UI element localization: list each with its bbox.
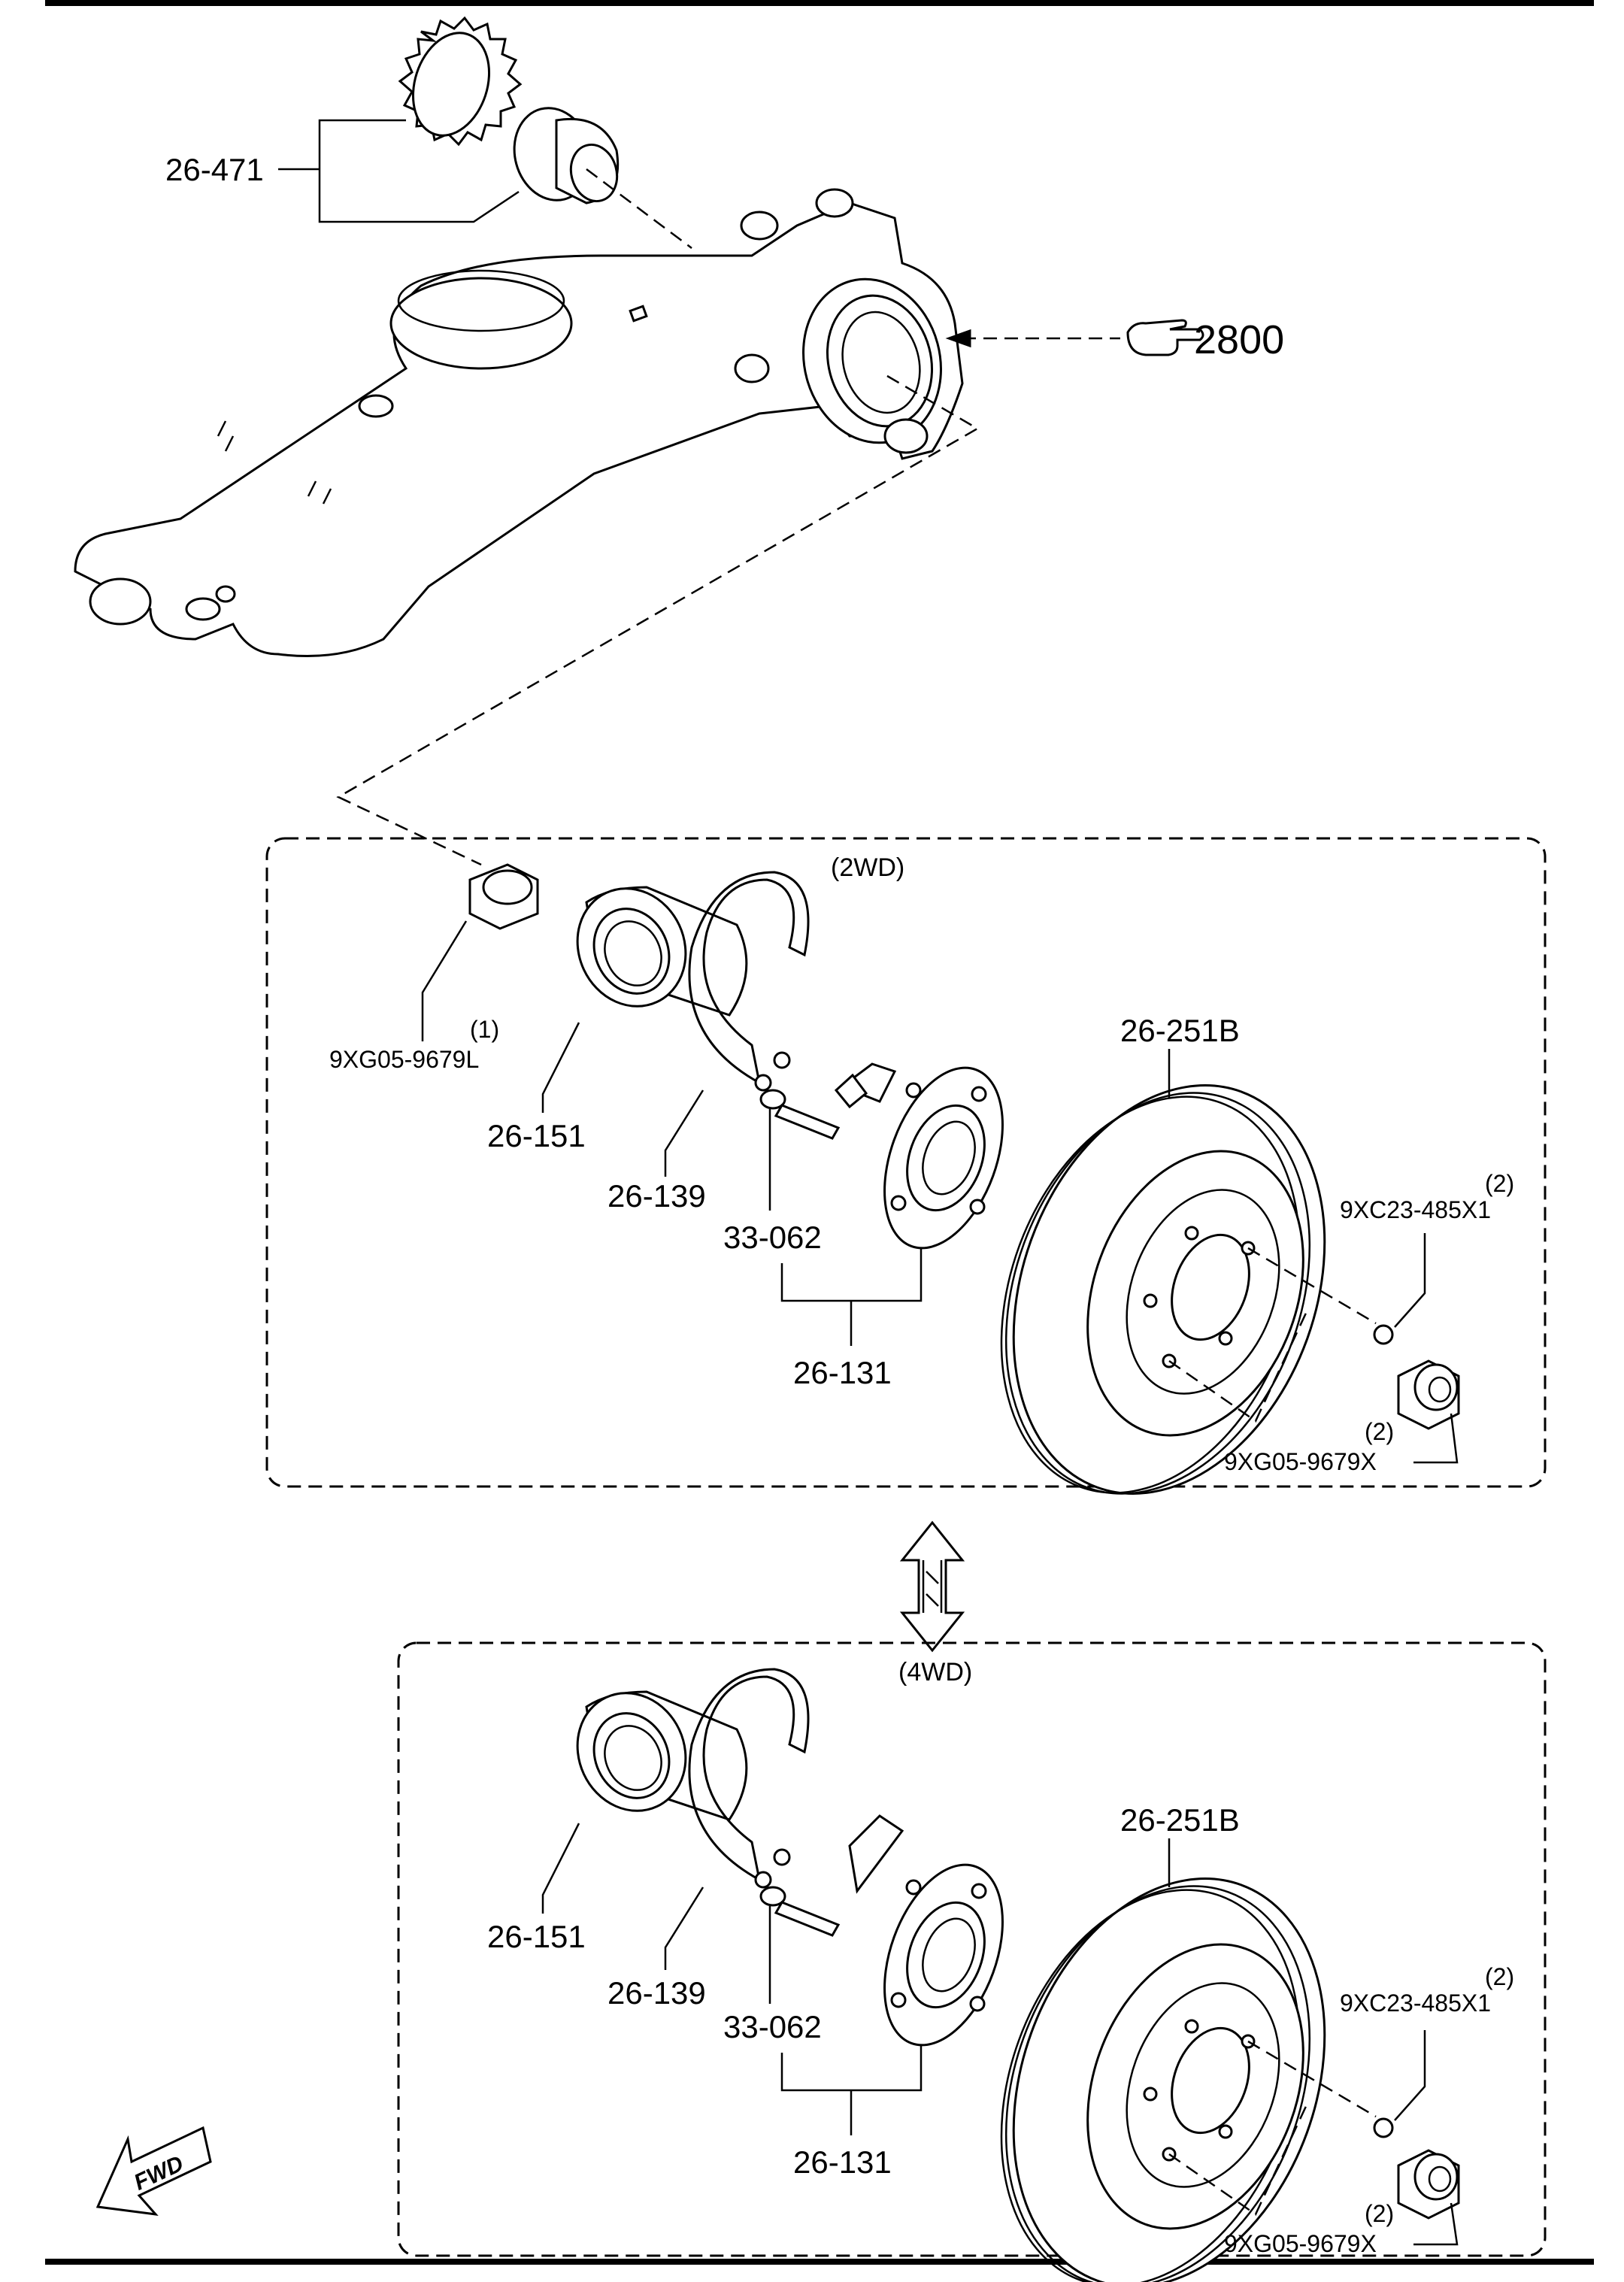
tone-ring-part [398,16,523,147]
screw-dash-line-2wd [1168,1247,1377,1423]
leader-9xc23-485x1-2wd [1394,1233,1426,1328]
leader-26-131-2wd [780,1248,923,1346]
label-9xc23-485x1-4wd[interactable]: 9XC23-485X1 [1340,1990,1491,2017]
hub-nut-part-2wd [1397,1359,1460,1430]
label-26-471[interactable]: 26-471 [165,152,264,187]
label-33-062-4wd[interactable]: 33-062 [723,2009,822,2044]
label-33-062-2wd[interactable]: 33-062 [723,1220,822,1255]
screw-part-2wd [1373,1324,1394,1345]
qty-hub-nut-4wd: (2) [1365,2200,1394,2227]
pointing-hand-icon [1126,319,1204,356]
hub-bolt-part-4wd [759,1886,841,1937]
leader-26-139-2wd [664,1089,704,1177]
reference-2800[interactable]: 2800 [1194,317,1284,362]
leader-26-471 [278,119,520,223]
leader-9xg05-9679x-4wd [1413,2202,1459,2246]
trailing-arm-part [74,188,964,657]
label-9xc23-485x1-2wd[interactable]: 9XC23-485X1 [1340,1196,1491,1223]
label-9xg05-9679x-4wd[interactable]: 9XG05-9679X [1224,2230,1377,2257]
disc-part-2wd [1000,1084,1326,1495]
section-box-4wd [397,1641,1547,2257]
label-26-151-2wd[interactable]: 26-151 [487,1118,586,1153]
seal-part [513,107,620,205]
label-26-151-4wd[interactable]: 26-151 [487,1919,586,1954]
disc-part-4wd [1000,1877,1326,2282]
section-box-2wd [265,837,1547,1488]
leader-26-151-2wd [541,1022,580,1113]
screw-part-4wd [1373,2117,1394,2138]
hub-nut-part-4wd [1397,2149,1460,2220]
leader-26-139-4wd [664,1887,704,1970]
leader-26-131-4wd [780,2045,923,2135]
seal-dash-line [586,168,692,249]
snap-ring-part-2wd [688,871,810,1092]
leader-9xg05-9679x-2wd [1413,1413,1459,1464]
label-9xg05-9679x-2wd[interactable]: 9XG05-9679X [1224,1448,1377,1475]
leader-26-151-4wd [541,1823,580,1914]
hub-part-4wd [848,1814,1004,2047]
section-title-4wd: (4WD) [898,1658,972,1686]
label-9xg05-9679l[interactable]: 9XG05-9679L [329,1046,479,1073]
section-title-2wd: (2WD) [831,853,904,882]
hub-bolt-part-2wd [759,1089,841,1140]
qty-center-nut: (1) [470,1016,499,1043]
qty-hub-nut-2wd: (2) [1365,1418,1394,1445]
label-26-251b-2wd[interactable]: 26-251B [1120,1013,1240,1048]
leader-9xc23-485x1-4wd [1394,2030,1426,2121]
knuckle-dash-line [336,374,980,866]
qty-screw-2wd: (2) [1485,1170,1514,1197]
snap-ring-part-4wd [688,1668,810,1889]
label-26-139-2wd[interactable]: 26-139 [607,1178,706,1214]
swap-double-arrow-icon [899,1520,965,1653]
label-26-131-2wd[interactable]: 26-131 [793,1355,892,1390]
center-nut-part [468,863,539,930]
label-26-131-4wd[interactable]: 26-131 [793,2144,892,2180]
bearing-part-2wd [576,886,748,1017]
hub-part-2wd [834,1062,1004,1250]
ref-arrow-head [945,329,971,348]
fwd-arrow-icon: FWD [95,2126,212,2217]
bearing-part-4wd [576,1690,748,1821]
qty-screw-4wd: (2) [1485,1963,1514,1990]
screw-dash-line-4wd [1168,2040,1377,2216]
label-26-251b-4wd[interactable]: 26-251B [1120,1802,1240,1838]
label-26-139-4wd[interactable]: 26-139 [607,1975,706,2011]
leader-9xg05-9679l [421,920,468,1041]
